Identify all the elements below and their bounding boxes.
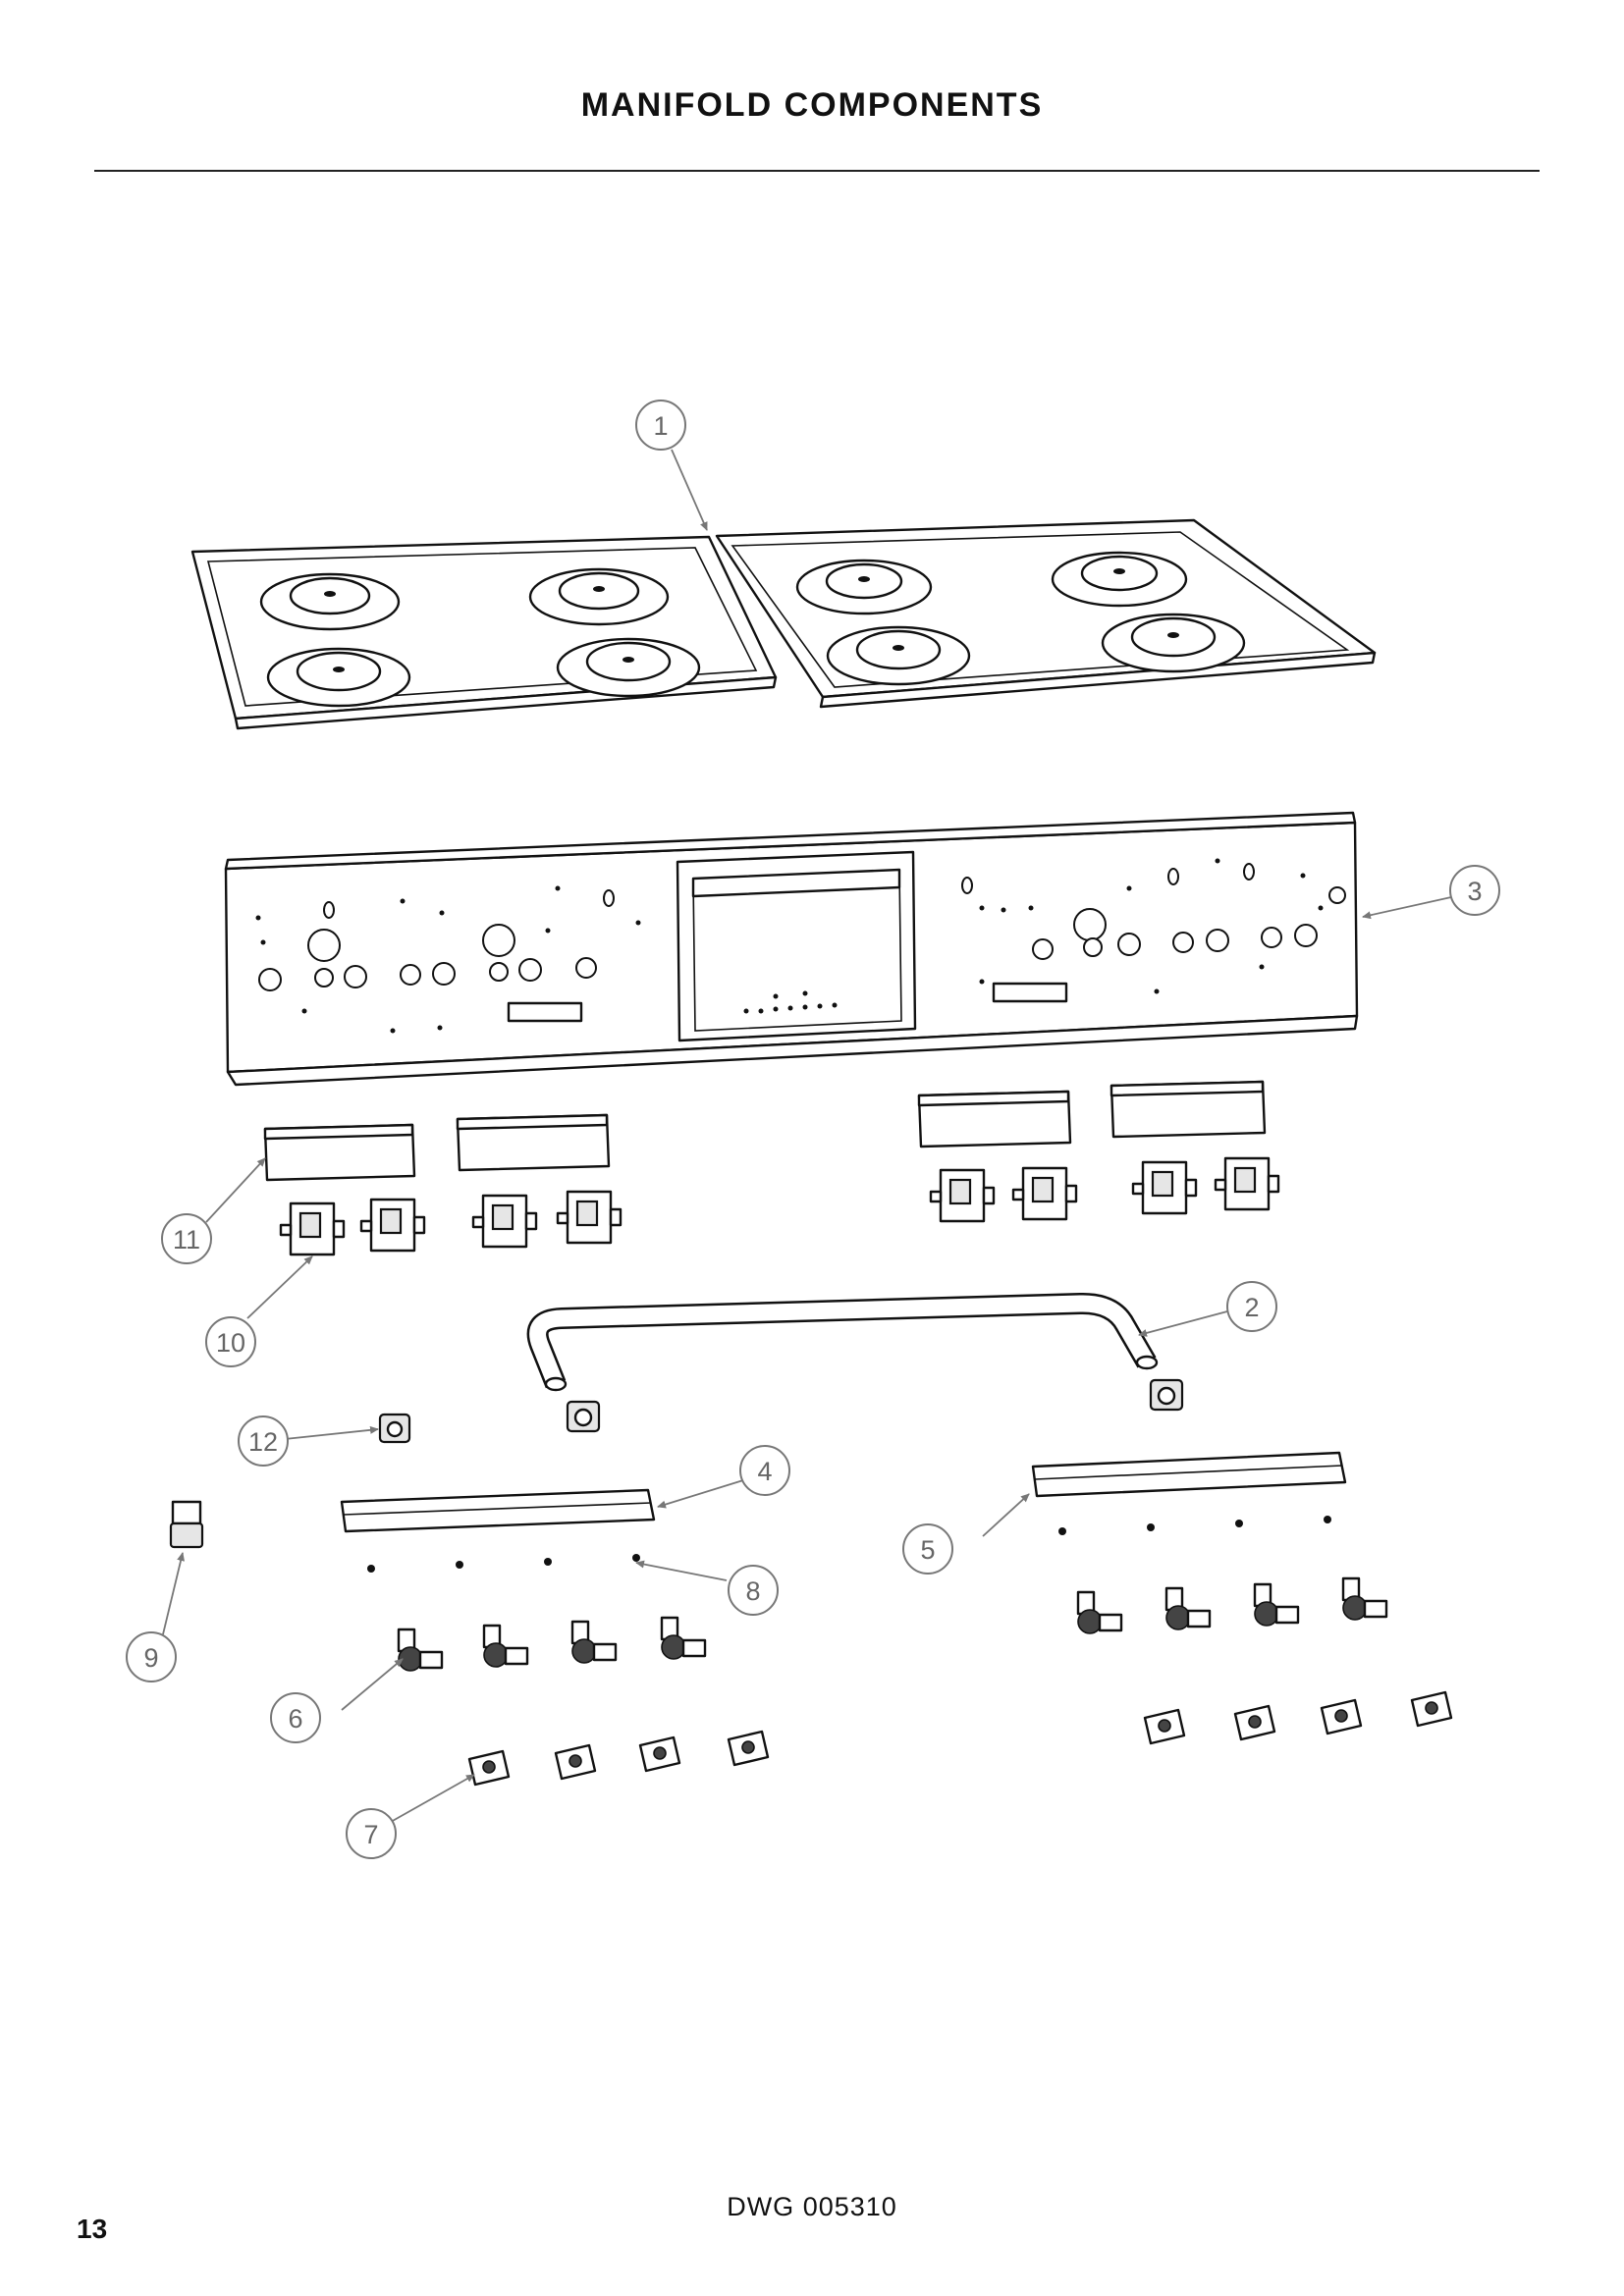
callout-2: 2 [1226, 1281, 1277, 1332]
callout-3: 3 [1449, 865, 1500, 916]
title-rule [94, 170, 1540, 172]
manifold-rails [340, 1451, 1347, 1533]
valve-clips [467, 1690, 1453, 1787]
cooktop-tray-right [715, 518, 1377, 709]
burner-cups [259, 551, 1246, 708]
rail-screws [367, 1516, 1331, 1573]
svg-text:11: 11 [173, 1225, 200, 1255]
svg-text:12: 12 [248, 1427, 278, 1457]
callout-11: 11 [161, 1213, 212, 1264]
pipe-fittings [169, 1378, 1184, 1549]
svg-text:9: 9 [143, 1643, 158, 1673]
cooktop-tray-left [190, 535, 778, 730]
callout-1: 1 [635, 400, 686, 451]
svg-text:7: 7 [363, 1820, 378, 1849]
svg-text:4: 4 [757, 1457, 772, 1486]
page-number: 13 [77, 2214, 108, 2244]
svg-text:8: 8 [745, 1576, 760, 1606]
svg-text:5: 5 [920, 1535, 935, 1565]
mounting-brackets [263, 1080, 1267, 1182]
callout-10: 10 [205, 1316, 256, 1367]
gas-valves [397, 1576, 1388, 1672]
svg-text:6: 6 [288, 1704, 302, 1734]
svg-text:10: 10 [216, 1328, 245, 1358]
svg-text:1: 1 [653, 411, 668, 441]
manifold-panel [224, 811, 1359, 1087]
svg-text:3: 3 [1467, 877, 1482, 906]
callout-8: 8 [728, 1565, 779, 1616]
page-title: MANIFOLD COMPONENTS [580, 86, 1044, 124]
callout-6: 6 [270, 1692, 321, 1743]
valve-blocks [279, 1156, 1280, 1256]
leader-lines [162, 449, 1461, 1823]
callout-9: 9 [126, 1631, 177, 1682]
gas-pipe [526, 1292, 1159, 1392]
callout-12: 12 [238, 1415, 289, 1467]
callout-7: 7 [346, 1808, 397, 1859]
callout-5: 5 [902, 1523, 953, 1575]
callout-4: 4 [739, 1445, 790, 1496]
drawing-number: DWG 005310 [727, 2192, 897, 2221]
svg-text:2: 2 [1244, 1293, 1259, 1322]
